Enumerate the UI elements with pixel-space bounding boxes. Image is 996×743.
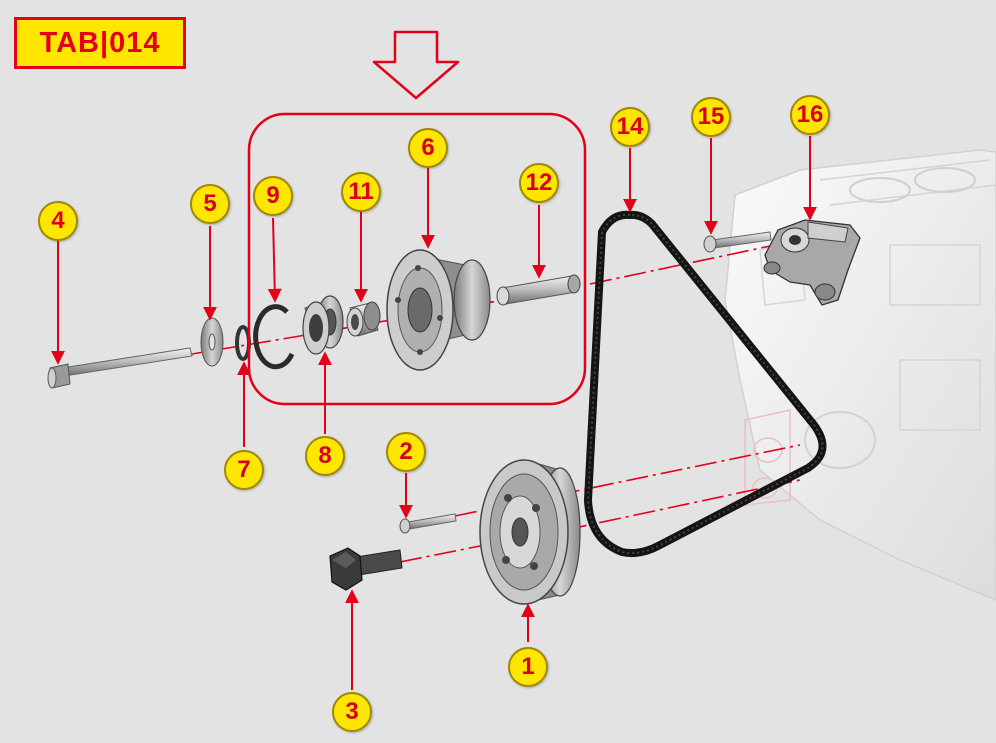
callout-2: 2 [386, 432, 426, 472]
callout-8: 8 [305, 436, 345, 476]
small-snap-ring [235, 325, 251, 361]
engine-block [724, 149, 996, 601]
callout-9: 9 [253, 176, 293, 216]
circlip [253, 304, 295, 370]
callout-5: 5 [190, 184, 230, 224]
washer [200, 317, 224, 367]
callout-14: 14 [610, 107, 650, 147]
down-arrow-icon [372, 30, 460, 100]
idler-pulley [386, 249, 491, 371]
callout-4: 4 [38, 201, 78, 241]
tab-code-badge: TAB|014 [14, 17, 186, 69]
callout-12: 12 [519, 163, 559, 203]
drive-belt [584, 210, 827, 558]
long-bolt [47, 347, 193, 389]
callout-3: 3 [332, 692, 372, 732]
callout-7: 7 [224, 450, 264, 490]
tensioner-bracket [763, 219, 861, 306]
crankshaft-pulley [479, 459, 581, 605]
spacer-bushing [346, 301, 381, 337]
sleeve [496, 274, 581, 306]
bearing [302, 295, 344, 355]
callout-6: 6 [408, 128, 448, 168]
callout-16: 16 [790, 95, 830, 135]
callout-11: 11 [341, 172, 381, 212]
tensioner-screw [703, 231, 772, 253]
callout-15: 15 [691, 97, 731, 137]
callout-leader-lines [51, 136, 817, 690]
subassembly-highlight-box [247, 112, 587, 406]
callout-1: 1 [508, 647, 548, 687]
crankshaft-bolt [329, 547, 403, 591]
small-bolt [399, 513, 457, 534]
